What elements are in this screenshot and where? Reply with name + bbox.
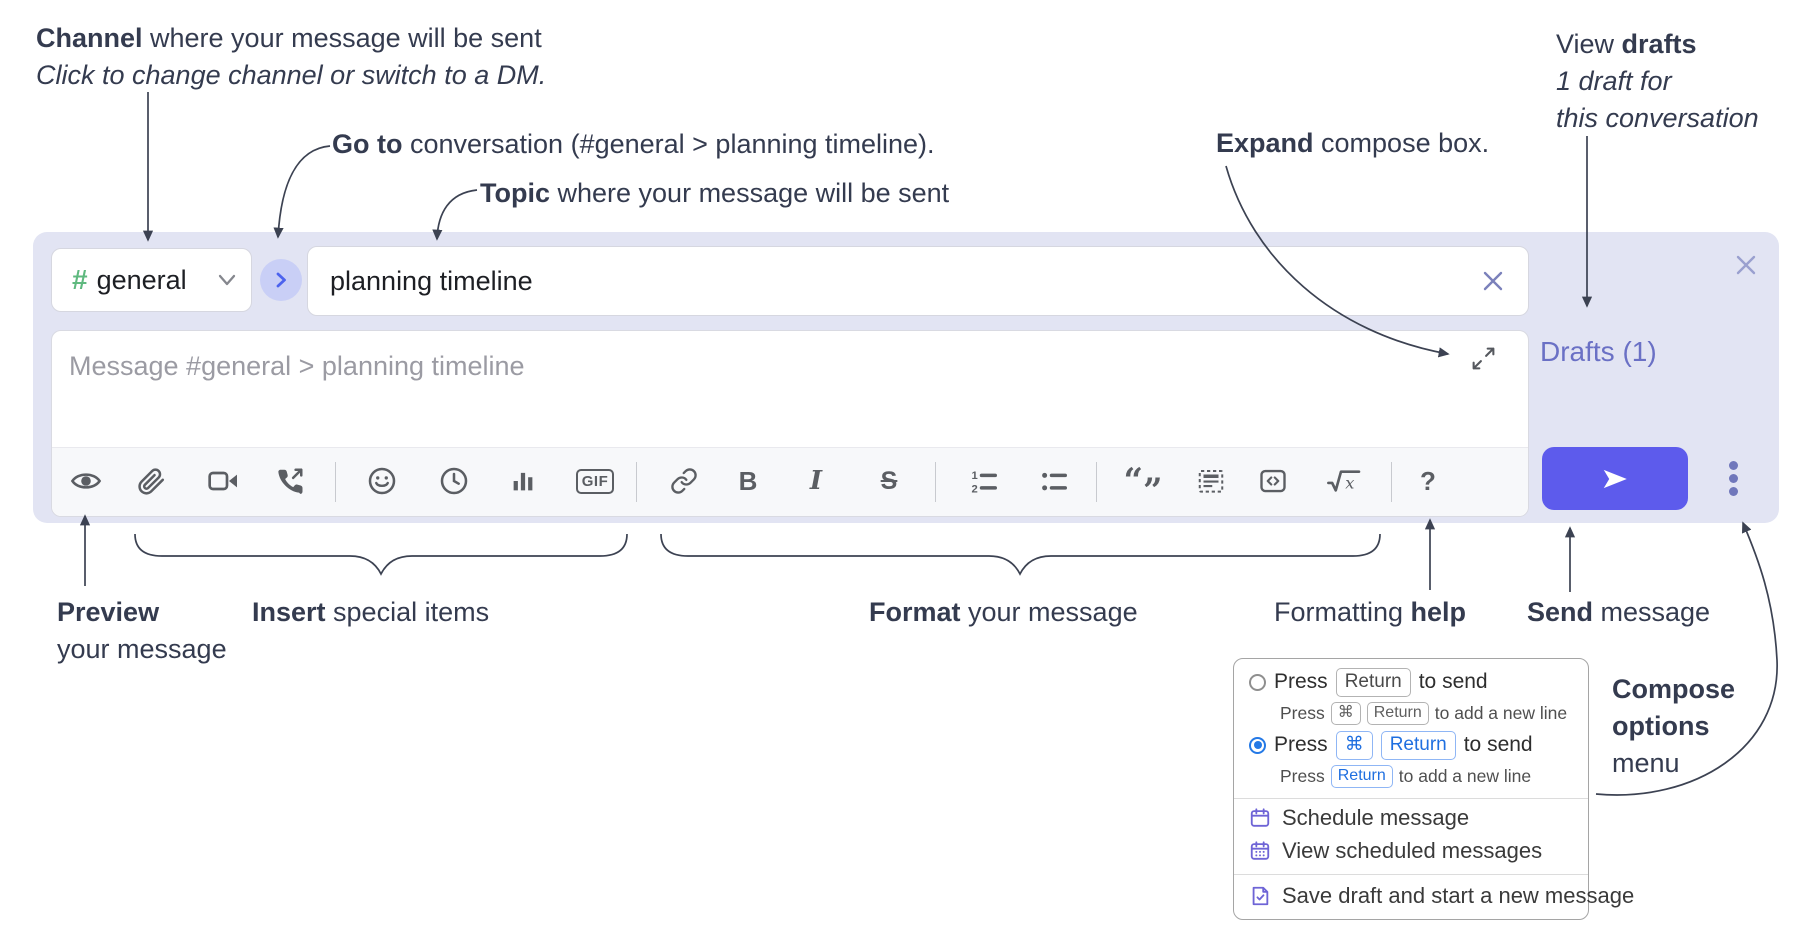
annotation-topic: Topic where your message will be sent: [480, 178, 950, 208]
brace-insert-items: [134, 533, 628, 576]
compose-box: # general planning timeline Message #gen…: [33, 232, 1779, 523]
bar-chart-icon: [513, 472, 533, 491]
latex-math-icon: x: [1327, 470, 1361, 493]
toolbar-divider: [636, 462, 637, 502]
audio-call-button[interactable]: [273, 464, 307, 498]
question-mark-icon: ?: [1420, 465, 1436, 496]
bulleted-list-button[interactable]: [1037, 464, 1071, 498]
emoji-button[interactable]: [365, 464, 399, 498]
calendar-icon: [1250, 808, 1270, 827]
bulleted-list-icon: [1042, 472, 1067, 491]
connector-goto: [273, 145, 331, 239]
svg-text:1: 1: [972, 470, 978, 482]
gif-icon: GIF: [575, 468, 615, 494]
video-call-button[interactable]: [206, 464, 240, 498]
annotation-preview: Preview your message: [57, 597, 227, 664]
topic-value: planning timeline: [330, 265, 533, 296]
annotation-insert: Insert special items: [252, 597, 490, 627]
numbered-list-icon: 12: [972, 470, 997, 495]
menu-option-cmd-enter-to-send[interactable]: Press ⌘ Return to send: [1249, 731, 1533, 760]
annotation-formatting-help: Formatting help: [1274, 597, 1467, 627]
annotation-compose-options: Compose options menu: [1612, 674, 1736, 778]
bold-icon: B: [738, 465, 758, 496]
paperclip-icon: [138, 468, 165, 495]
annotation-expand: Expand compose box.: [1216, 128, 1490, 158]
add-poll-button[interactable]: [506, 464, 540, 498]
send-button[interactable]: [1542, 447, 1688, 510]
preview-message-button[interactable]: [69, 464, 103, 498]
insert-link-button[interactable]: [667, 464, 701, 498]
add-time-button[interactable]: [437, 464, 471, 498]
spoiler-icon: [1198, 470, 1224, 493]
strikethrough-button[interactable]: S: [872, 464, 906, 498]
kebab-dot: [1728, 461, 1738, 470]
channel-hash-icon: #: [72, 264, 88, 295]
toolbar-divider: [335, 462, 336, 502]
annotation-send: Send message: [1527, 597, 1711, 627]
compose-options-button[interactable]: [1713, 447, 1753, 510]
annotation-view-drafts: View drafts 1 draft for this conversatio…: [1556, 29, 1759, 133]
math-button[interactable]: x: [1322, 464, 1366, 498]
menu-item-schedule-message[interactable]: Schedule message: [1249, 805, 1469, 831]
menu-divider: [1234, 874, 1588, 875]
attach-file-button[interactable]: [134, 464, 168, 498]
menu-item-view-scheduled[interactable]: View scheduled messages: [1249, 838, 1542, 864]
clear-topic-icon[interactable]: [1480, 268, 1506, 294]
bold-button[interactable]: B: [731, 464, 765, 498]
code-button[interactable]: [1256, 464, 1290, 498]
save-draft-icon: [1252, 886, 1269, 906]
menu-option-cmd-enter-subtext: Press Return to add a new line: [1280, 765, 1532, 788]
annotation-format: Format your message: [869, 597, 1138, 627]
video-camera-icon: [208, 471, 237, 491]
drafts-link[interactable]: Drafts (1): [1540, 336, 1657, 367]
channel-selector[interactable]: # general: [51, 248, 252, 312]
menu-divider: [1234, 798, 1588, 799]
chevron-right-icon: [276, 272, 286, 288]
italic-icon: I: [809, 466, 823, 496]
phone-call-icon: [278, 468, 303, 494]
add-gif-button[interactable]: GIF: [571, 464, 619, 498]
brace-format-message: [660, 533, 1381, 576]
radio-unselected-icon[interactable]: [1249, 673, 1266, 691]
strikethrough-icon: S: [880, 466, 898, 495]
message-compose-area[interactable]: Message #general > planning timeline: [51, 330, 1529, 517]
smiley-icon: [368, 467, 396, 495]
go-to-conversation-button[interactable]: [260, 259, 302, 301]
expand-compose-icon[interactable]: [1470, 345, 1497, 377]
annotation-channel: Channel where your message will be sent …: [36, 23, 547, 90]
channel-name: general: [96, 264, 187, 295]
clock-icon: [440, 467, 468, 495]
eye-icon: [70, 473, 102, 489]
svg-text:2: 2: [972, 483, 978, 495]
quote-button[interactable]: “”: [1123, 461, 1163, 511]
calendar-grid-icon: [1250, 841, 1270, 860]
topic-input[interactable]: planning timeline: [307, 246, 1529, 316]
link-icon: [671, 468, 697, 494]
annotation-goto: Go to conversation (#general > planning …: [332, 129, 935, 159]
chevron-down-icon: [217, 273, 237, 287]
toolbar-divider: [1391, 462, 1392, 502]
menu-option-enter-subtext: Press ⌘ Return to add a new line: [1280, 702, 1568, 725]
kebab-dot: [1728, 474, 1738, 483]
toolbar-divider: [1096, 462, 1097, 502]
toolbar-divider: [935, 462, 936, 502]
radio-selected-icon[interactable]: [1249, 736, 1266, 754]
spoiler-button[interactable]: [1194, 464, 1228, 498]
italic-button[interactable]: I: [799, 464, 833, 498]
menu-item-save-draft[interactable]: Save draft and start a new message: [1249, 883, 1634, 909]
send-icon: [1603, 469, 1627, 488]
message-input[interactable]: Message #general > planning timeline: [69, 351, 525, 381]
formatting-help-button[interactable]: ?: [1411, 464, 1445, 498]
menu-option-enter-to-send[interactable]: Press Return to send: [1249, 668, 1488, 697]
svg-text:x: x: [1345, 474, 1354, 493]
close-compose-icon[interactable]: [1731, 250, 1761, 280]
compose-options-menu: Press Return to send Press ⌘ Return to a…: [1233, 658, 1634, 920]
compose-toolbar: GIF B I S: [52, 447, 1528, 516]
kebab-dot: [1728, 487, 1738, 496]
code-block-icon: [1260, 469, 1286, 493]
